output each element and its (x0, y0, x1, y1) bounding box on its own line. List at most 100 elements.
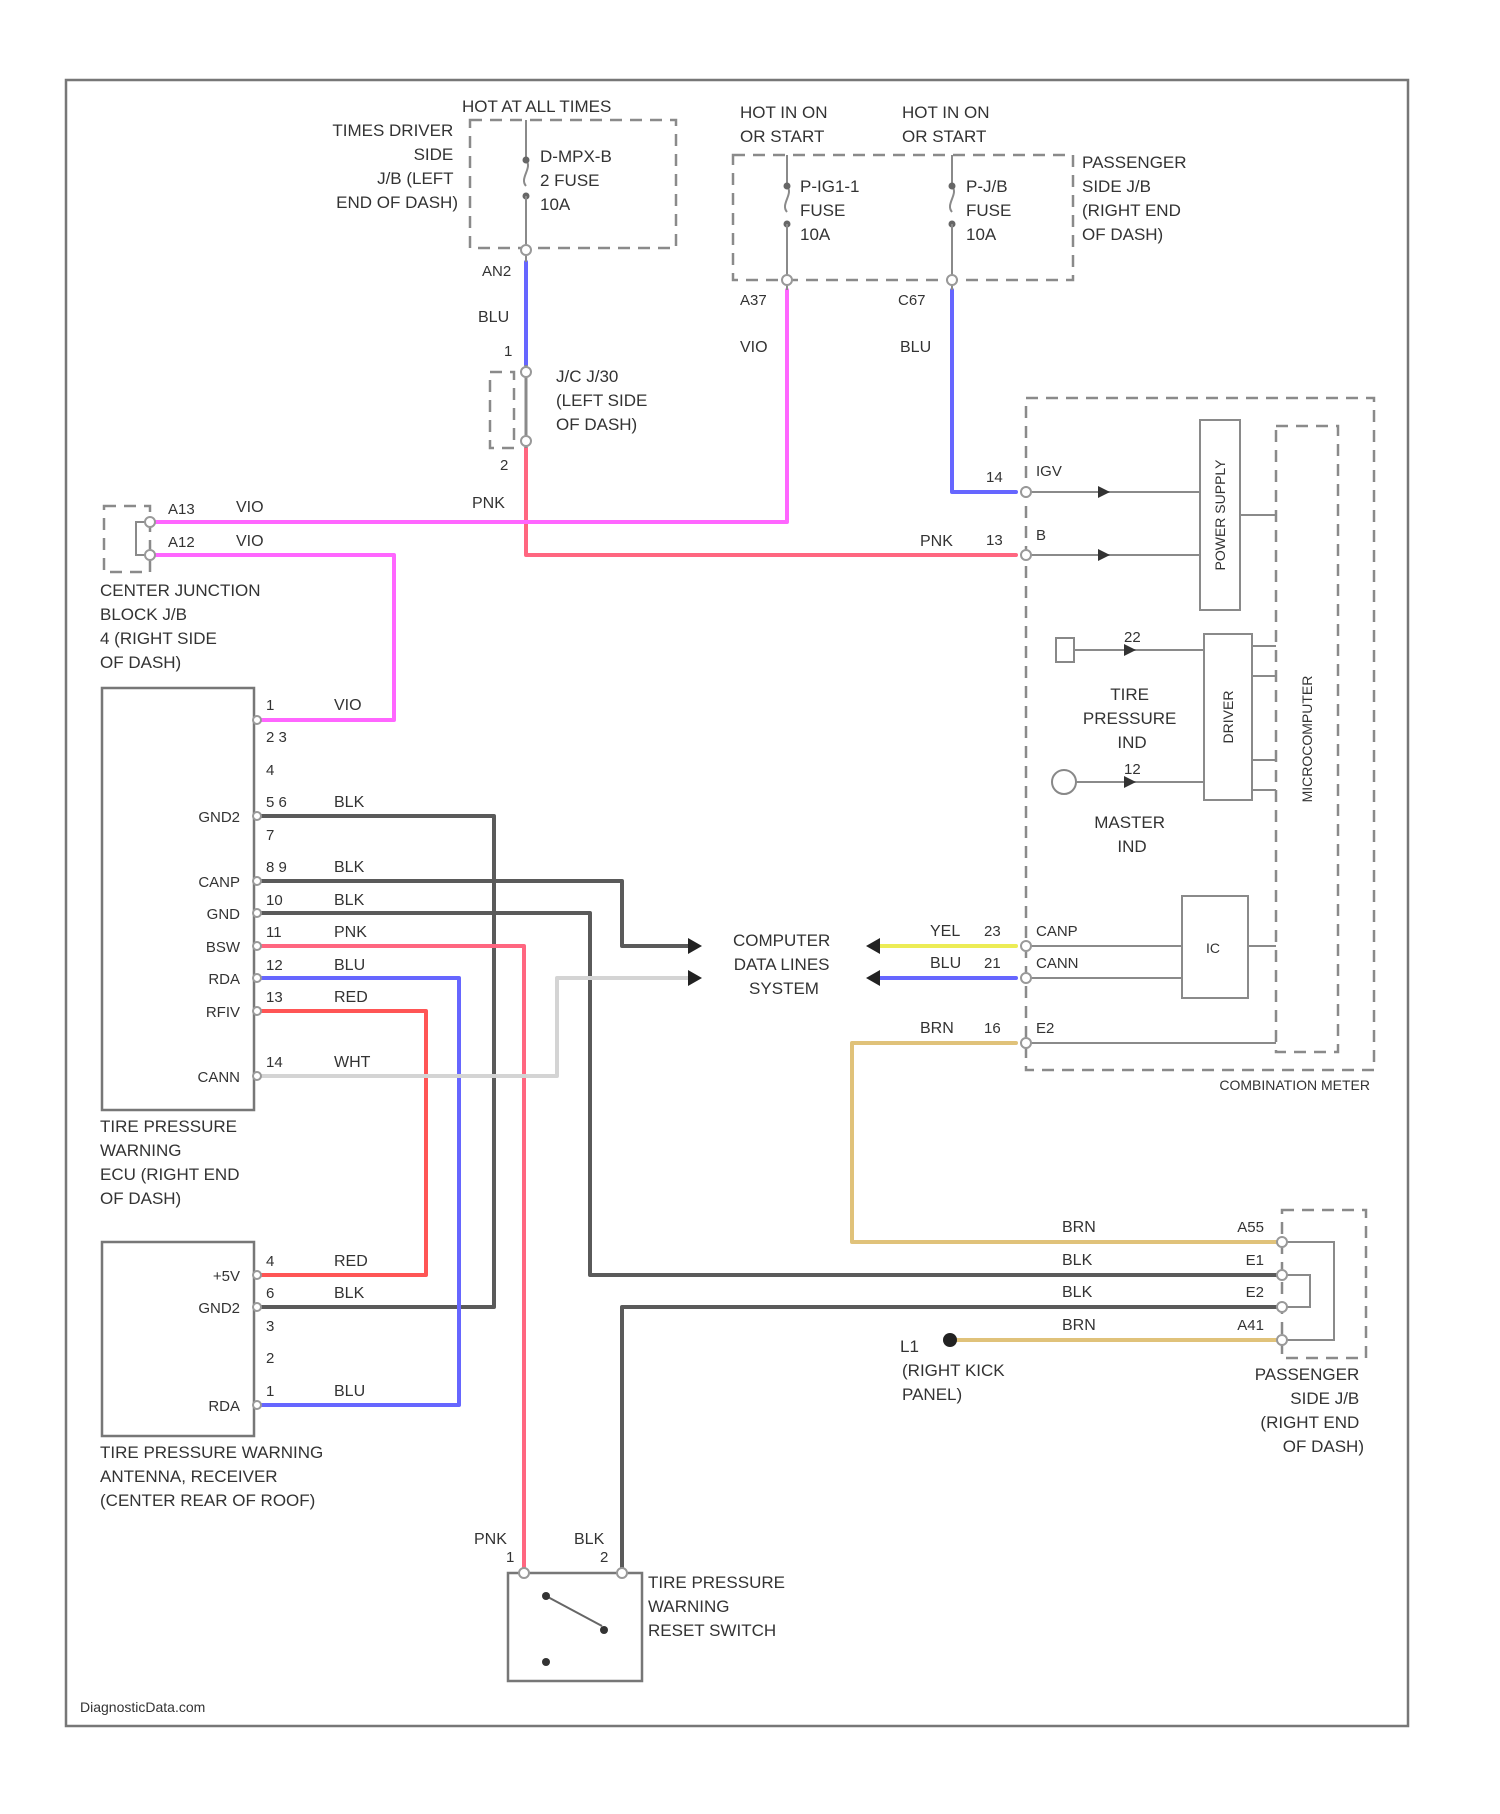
wire-label: BLU (334, 1383, 365, 1400)
pin-circle (253, 877, 261, 885)
wire-label: BLK (574, 1531, 605, 1548)
arrow-left (866, 970, 880, 986)
driver-jb-line: J/B (LEFT (377, 169, 453, 188)
passenger-jb-line: OF DASH) (1082, 225, 1163, 244)
wire-label: PNK (472, 495, 505, 512)
driver-label: DRIVER (1220, 691, 1236, 744)
switch-terminal (600, 1626, 608, 1634)
pin-circle (253, 1401, 261, 1409)
diode-arrow (1098, 486, 1110, 498)
switch-line: RESET SWITCH (648, 1621, 776, 1640)
passenger-jb: HOT IN ON OR START HOT IN ON OR START P-… (733, 103, 1191, 309)
switch-line: WARNING (648, 1597, 730, 1616)
antenna-pin-4: 4 (266, 1253, 274, 1270)
wire-label: VIO (740, 339, 768, 356)
driver-fuse-label: D-MPX-B 2 FUSE 10A (540, 147, 617, 214)
master-indicator: 12 MASTER IND (1052, 761, 1204, 856)
footer-watermark: DiagnosticData.com (80, 1699, 205, 1715)
pin-circle (253, 909, 261, 917)
ecu-pin-5-6: 5 6 (266, 794, 287, 811)
fuse-symbol (785, 186, 789, 212)
can-ic-label: IC (1206, 940, 1220, 956)
arrow-left (866, 938, 880, 954)
ecu-terminal-cann: CANN (197, 1069, 240, 1086)
antenna-pin-6: 6 (266, 1285, 274, 1302)
jc-label: J/C J/30 (LEFT SIDE OF DASH) (556, 367, 652, 434)
wire-wht-cann (262, 978, 688, 1076)
meter-pin-canp: CANP (1036, 923, 1078, 940)
pin-circle (519, 1568, 529, 1578)
center-junction-block: A13 A12 CENTER JUNCTION BLOCK J/B 4 (RIG… (100, 501, 265, 672)
tire-ind-num: 22 (1124, 629, 1141, 646)
antenna-pin-2: 2 (266, 1350, 274, 1367)
cjb-line: OF DASH) (100, 653, 181, 672)
computer-data-lines: COMPUTER DATA LINES SYSTEM (688, 931, 880, 998)
ecu-line: OF DASH) (100, 1189, 181, 1208)
switch-box (508, 1573, 642, 1681)
wire-label: BLU (334, 957, 365, 974)
wire-label: BLK (334, 1285, 365, 1302)
wire-blu-meter (952, 290, 1016, 492)
pjb2-box (1282, 1210, 1366, 1358)
tire-ind-label: TIRE PRESSURE IND (1083, 685, 1181, 752)
jc-box (490, 372, 514, 448)
wire-blk-switch (622, 1307, 1282, 1573)
jc-line: (LEFT SIDE (556, 391, 647, 410)
cjb-box (104, 506, 150, 572)
fuse-b-line: 10A (966, 225, 997, 244)
pjb2-link-inner (1282, 1275, 1310, 1307)
ecu-pin-11: 11 (266, 924, 282, 941)
wire-blu-rda (262, 978, 459, 1405)
ecu-line: WARNING (100, 1141, 182, 1160)
tire-pressure-indicator: 22 TIRE PRESSURE IND (1056, 629, 1204, 752)
ecu-terminal-gnd2: GND2 (198, 809, 240, 826)
driver-jb-line: SIDE (414, 145, 454, 164)
jc-pin-top: 1 (504, 343, 512, 360)
meter-pin-b: B (1036, 527, 1046, 544)
driver-pin-label: AN2 (482, 263, 511, 280)
antenna-receiver: 4 6 3 2 1 +5V GND2 RDA TIRE PRESSURE WAR… (100, 1242, 328, 1510)
fuse-b-line: P-J/B (966, 177, 1008, 196)
wire-label: PNK (920, 533, 953, 550)
pjb2-line: OF DASH) (1283, 1437, 1364, 1456)
pin-circle (1277, 1335, 1287, 1345)
pin-circle (253, 1303, 261, 1311)
hot-on-line: OR START (902, 127, 986, 146)
ecu-terminal-gnd: GND (207, 906, 241, 923)
ecu-terminal-canp: CANP (198, 874, 240, 891)
wire-label: BLK (334, 794, 365, 811)
pin-circle (617, 1568, 627, 1578)
fuse-terminal (523, 157, 530, 164)
ground-line: (RIGHT KICK (902, 1361, 1005, 1380)
driver-jb-line: END OF DASH) (336, 193, 458, 212)
wire-label: YEL (930, 923, 960, 940)
wire-label: VIO (236, 533, 264, 550)
fuse-b-line: FUSE (966, 201, 1011, 220)
meter-num-22-can: 23 (984, 923, 1001, 940)
cdls-line: COMPUTER (733, 931, 830, 950)
wire-label: BLK (1062, 1252, 1093, 1269)
wire-label: RED (334, 1253, 368, 1270)
meter-pin-cann: CANN (1036, 955, 1079, 972)
jc-line: OF DASH) (556, 415, 637, 434)
driver-fuse-line: D-MPX-B (540, 147, 612, 166)
pin-circle (253, 812, 261, 820)
switch-terminal (542, 1658, 550, 1666)
pin-circle (1277, 1270, 1287, 1280)
fuse-a-line: 10A (800, 225, 831, 244)
pin-circle (1021, 1038, 1031, 1048)
pin-circle (1021, 941, 1031, 951)
fuse-symbol (524, 160, 528, 186)
ecu-pin-12: 12 (266, 957, 283, 974)
ecu-pin-8-9: 8 9 (266, 859, 287, 876)
wire-label: BLK (1062, 1284, 1093, 1301)
wire-label: VIO (334, 697, 362, 714)
antenna-terminal-gnd2: GND2 (198, 1300, 240, 1317)
hot-on-label-1: HOT IN ON OR START (740, 103, 832, 146)
pin-circle (521, 367, 531, 377)
wire-label: PNK (334, 924, 367, 941)
master-ind-line: IND (1117, 837, 1146, 856)
cjb-line: CENTER JUNCTION (100, 581, 261, 600)
driver-jb: HOT AT ALL TIMES TIMES DRIVER SIDE J/B (… (332, 97, 676, 280)
